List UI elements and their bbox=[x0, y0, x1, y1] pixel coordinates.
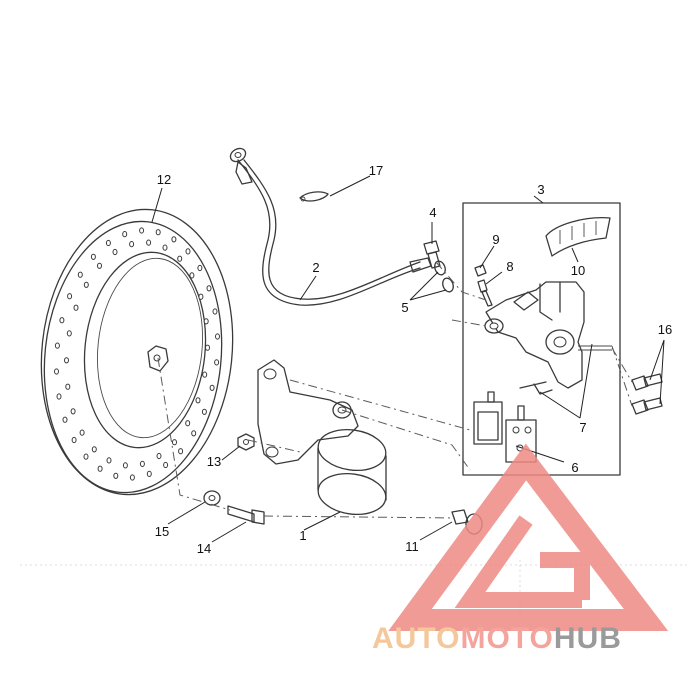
caliper-assembly-box bbox=[462, 202, 621, 476]
disc-vent-hole bbox=[198, 293, 204, 300]
brake-caliper bbox=[484, 281, 612, 389]
disc-vent-hole bbox=[201, 408, 207, 415]
hose-clip bbox=[299, 191, 329, 202]
callout-8: 8 bbox=[506, 259, 513, 274]
disc-vent-hole bbox=[56, 393, 62, 400]
disc-vent-hole bbox=[155, 229, 161, 236]
disc-vent-hole bbox=[171, 236, 177, 243]
watermark-text: AUTOMOTOHUB bbox=[372, 622, 622, 655]
disc-vent-hole bbox=[91, 446, 97, 453]
disc-vent-hole bbox=[191, 430, 197, 437]
disc-vent-hole bbox=[54, 368, 59, 375]
disc-vent-hole bbox=[162, 244, 168, 251]
callout-16: 16 bbox=[658, 322, 672, 337]
watermark-logo bbox=[388, 443, 669, 631]
bleed-cap bbox=[474, 264, 487, 277]
disc-vent-hole bbox=[177, 255, 183, 262]
disc-vent-hole bbox=[215, 333, 220, 340]
disc-vent-hole bbox=[54, 342, 60, 349]
callout-10: 10 bbox=[571, 263, 585, 278]
disc-vent-hole bbox=[66, 330, 72, 337]
disc-vent-hole bbox=[65, 383, 71, 390]
watermark-word-1: AUTO bbox=[372, 622, 460, 655]
pad-pins bbox=[519, 381, 553, 395]
callout-13: 13 bbox=[207, 454, 221, 469]
disc-vent-hole bbox=[67, 293, 73, 300]
disc-vent-hole bbox=[163, 461, 169, 469]
disc-vent-hole bbox=[209, 384, 215, 391]
disc-vent-hole bbox=[205, 344, 210, 351]
callout-1: 1 bbox=[299, 528, 306, 543]
callout-4: 4 bbox=[429, 205, 436, 220]
washer bbox=[203, 490, 221, 506]
disc-vent-hole bbox=[112, 248, 118, 256]
disc-vent-hole bbox=[70, 408, 76, 415]
disc-vent-hole bbox=[202, 371, 208, 378]
callout-11: 11 bbox=[405, 539, 419, 554]
disc-vent-hole bbox=[172, 439, 177, 446]
callout-15: 15 bbox=[155, 524, 169, 539]
caliper-cover bbox=[545, 217, 611, 257]
disc-vent-hole bbox=[129, 474, 135, 481]
disc-vent-hole bbox=[206, 285, 212, 292]
nut bbox=[237, 433, 255, 451]
bleed-valve bbox=[477, 279, 493, 307]
disc-vent-hole bbox=[195, 397, 201, 404]
disc-vent-hole bbox=[197, 264, 203, 272]
disc-vent-hole bbox=[59, 317, 65, 324]
callout-7: 7 bbox=[579, 420, 586, 435]
assembly-axes bbox=[157, 261, 633, 519]
bracket-bolt bbox=[227, 505, 265, 525]
callout-2: 2 bbox=[312, 260, 319, 275]
disc-vent-hole bbox=[77, 271, 83, 278]
callout-9: 9 bbox=[492, 232, 499, 247]
disc-vent-hole bbox=[97, 465, 103, 472]
disc-vent-hole bbox=[79, 429, 85, 436]
callout-14: 14 bbox=[197, 541, 211, 556]
callout-labels: 12 2 17 3 4 5 9 8 10 16 7 6 13 15 14 1 1… bbox=[155, 163, 672, 556]
watermark-word-2: MOTO bbox=[460, 622, 553, 655]
disc-vent-hole bbox=[105, 239, 111, 247]
disc-vent-hole bbox=[122, 231, 128, 238]
disc-vent-hole bbox=[129, 241, 135, 248]
disc-vent-hole bbox=[106, 457, 112, 464]
callout-5: 5 bbox=[401, 300, 408, 315]
leader-lines bbox=[151, 175, 665, 543]
callout-17: 17 bbox=[369, 163, 383, 178]
disc-vent-hole bbox=[146, 239, 152, 246]
disc-vent-hole bbox=[90, 253, 96, 260]
disc-vent-hole bbox=[71, 436, 77, 444]
disc-vent-hole bbox=[178, 448, 184, 455]
disc-vent-hole bbox=[97, 262, 102, 269]
sealing-washers bbox=[434, 260, 454, 293]
disc-vent-hole bbox=[73, 304, 79, 311]
disc-vent-hole bbox=[212, 308, 218, 315]
disc-vent-hole bbox=[122, 462, 128, 469]
disc-vent-hole bbox=[139, 460, 145, 467]
disc-vent-hole bbox=[156, 452, 162, 460]
brake-disc bbox=[40, 208, 234, 496]
brake-pads bbox=[473, 391, 537, 463]
disc-vent-hole bbox=[185, 420, 191, 427]
disc-vent-hole bbox=[203, 318, 209, 325]
disc-vent-hole bbox=[185, 248, 191, 255]
disc-vent-hole bbox=[83, 453, 89, 460]
disc-vent-hole bbox=[189, 272, 195, 279]
disc-vent-hole bbox=[139, 227, 145, 234]
callout-12: 12 bbox=[157, 172, 171, 187]
caliper-bolts bbox=[631, 373, 663, 415]
caliper-bracket bbox=[257, 359, 387, 516]
callout-3: 3 bbox=[537, 182, 544, 197]
watermark-word-3: HUB bbox=[554, 622, 622, 655]
callout-6: 6 bbox=[571, 460, 578, 475]
disc-vent-hole bbox=[64, 357, 69, 364]
disc-vent-hole bbox=[146, 470, 152, 477]
disc-vent-hole bbox=[62, 416, 68, 423]
brake-hose bbox=[229, 147, 432, 306]
disc-vent-hole bbox=[83, 281, 89, 288]
disc-vent-hole bbox=[113, 472, 119, 479]
disc-vent-hole bbox=[214, 359, 220, 366]
